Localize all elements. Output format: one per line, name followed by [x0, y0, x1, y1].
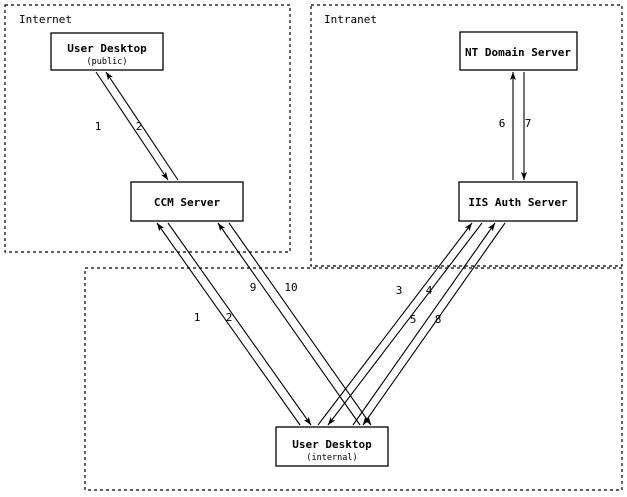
node-title-iis-auth-server: IIS Auth Server [468, 196, 568, 209]
edge-group-iis-nt [510, 71, 527, 181]
edge-line-10 [228, 222, 372, 426]
edge-line-9 [217, 222, 361, 426]
node-box-nt-domain-server[interactable] [459, 31, 578, 71]
zone-intranet-boundary [310, 4, 623, 267]
node-box-user-desktop-public[interactable] [50, 32, 164, 71]
node-user-desktop-internal[interactable]: User Desktop (internal) [275, 426, 389, 467]
edge-label-2: 2 [136, 120, 143, 133]
edge-group-internal-ccm-b [217, 222, 372, 426]
node-box-user-desktop-internal[interactable] [275, 426, 389, 467]
node-title-user-desktop-internal: User Desktop [292, 438, 372, 451]
node-subtitle-user-desktop-internal: (internal) [306, 453, 357, 463]
edge-line-4 [327, 222, 483, 426]
node-box-ccm-server[interactable] [130, 181, 244, 222]
edge-group-internal-iis-b [352, 222, 506, 426]
node-title-user-desktop-public: User Desktop [67, 42, 147, 55]
node-subtitle-user-desktop-public: (public) [87, 57, 128, 67]
zone-label-internet: Internet [19, 13, 72, 26]
edge-label-7: 7 [525, 117, 532, 130]
edge-group-internal-iis-a [317, 222, 483, 426]
zone-lan-boundary [84, 267, 623, 491]
edge-line-8 [362, 222, 506, 426]
edge-labels: 1 2 6 7 9 10 1 2 3 4 5 8 [95, 117, 532, 326]
edge-label-2b: 2 [226, 311, 233, 324]
zone-boundaries: Internet Intranet [4, 4, 623, 491]
edge-line-1b [156, 222, 301, 426]
node-iis-auth-server[interactable]: IIS Auth Server [458, 181, 578, 222]
zone-internet-boundary [4, 4, 291, 253]
edge-line-5 [352, 222, 496, 426]
node-ccm-server[interactable]: CCM Server [130, 181, 244, 222]
edge-group-public-ccm [95, 71, 179, 181]
node-user-desktop-public[interactable]: User Desktop (public) [50, 32, 164, 71]
node-nt-domain-server[interactable]: NT Domain Server [459, 31, 578, 71]
node-box-iis-auth-server[interactable] [458, 181, 578, 222]
edge-label-9: 9 [250, 281, 257, 294]
edge-label-1b: 1 [194, 311, 201, 324]
edge-line-1 [95, 71, 169, 181]
edge-label-8: 8 [435, 313, 442, 326]
edge-label-6: 6 [499, 117, 506, 130]
edge-label-4: 4 [426, 284, 433, 297]
node-title-ccm-server: CCM Server [154, 196, 221, 209]
edge-label-10: 10 [284, 281, 297, 294]
edge-label-5: 5 [410, 313, 417, 326]
node-title-nt-domain-server: NT Domain Server [465, 46, 571, 59]
edge-line-2b [167, 222, 312, 426]
zone-label-intranet: Intranet [324, 13, 377, 26]
edge-line-3 [317, 222, 473, 426]
edge-line-2 [105, 71, 179, 181]
edge-label-3: 3 [396, 284, 403, 297]
edge-label-1: 1 [95, 120, 102, 133]
edge-group-internal-ccm-a [156, 222, 312, 426]
